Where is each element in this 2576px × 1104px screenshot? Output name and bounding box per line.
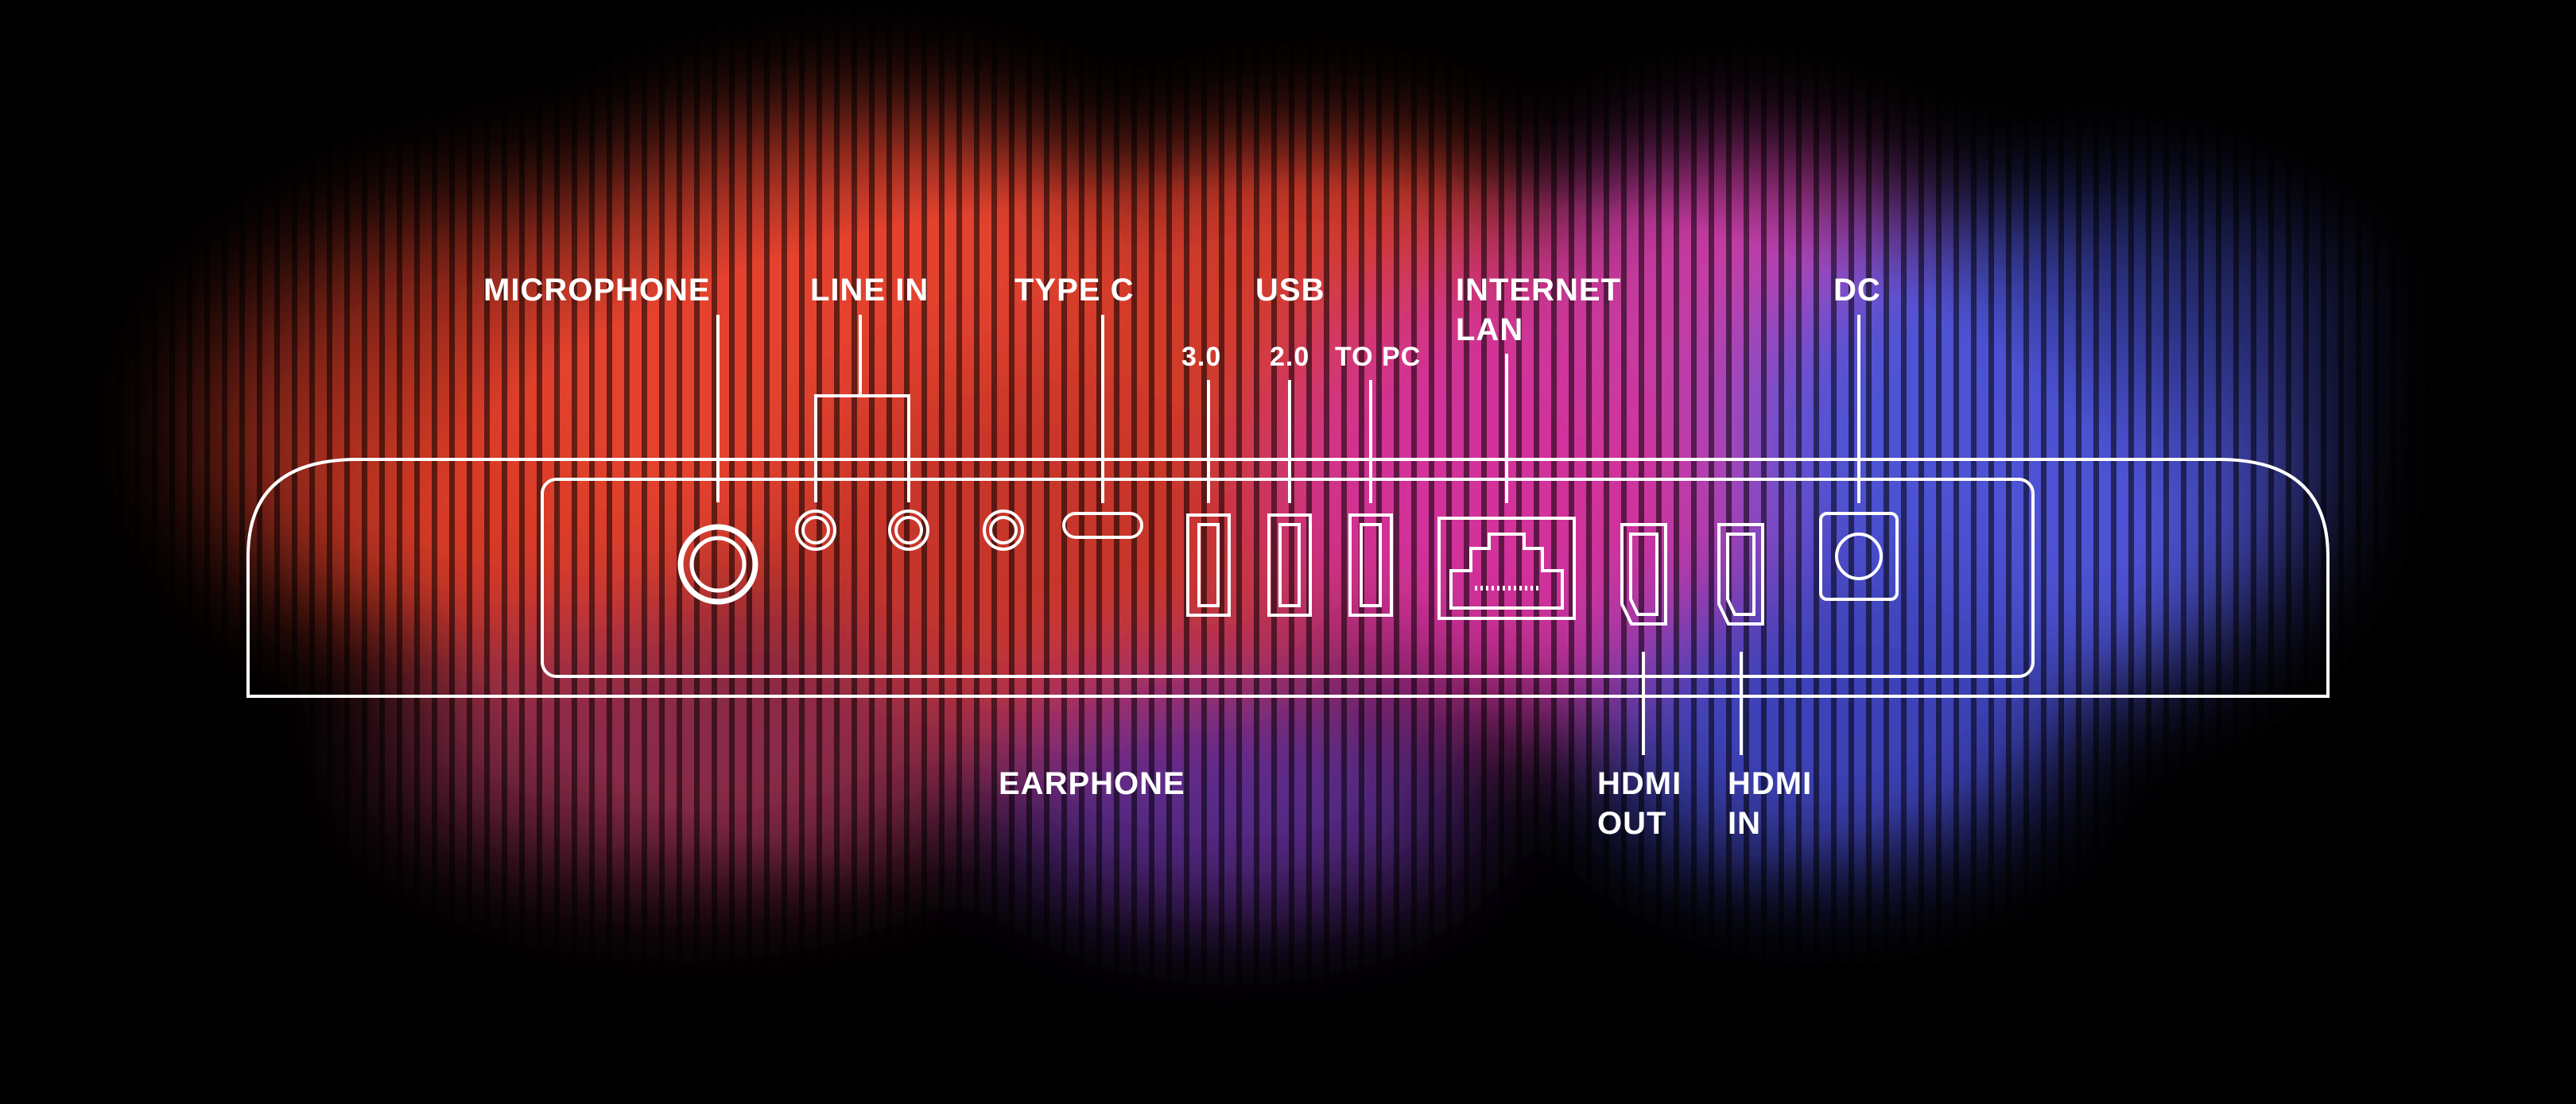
hdmi-in-label: HDMI IN [1728,764,1812,843]
lan-port-icon [1437,517,1576,620]
usb-to-pc-label: TO PC [1335,342,1422,372]
line-in-jack-left-icon [795,509,836,551]
hdmi-out-port-icon [1620,523,1667,626]
microphone-jack-icon [677,524,758,605]
dc-port-icon [1819,512,1899,601]
leader-lines [716,315,1860,755]
usb-3-label: 3.0 [1181,342,1222,372]
internet-lan-label: INTERNET LAN [1456,270,1621,350]
microphone-label: MICROPHONE [483,273,711,308]
line-in-leader-line [814,315,910,502]
usb-3-port-icon [1186,513,1231,617]
hdmi-in-label-line1: HDMI [1728,766,1813,801]
device-housing-outline [246,458,2330,698]
line-in-jack-right-icon [888,509,929,551]
usb-2-label: 2.0 [1270,342,1310,372]
hdmi-in-port-icon [1717,523,1764,626]
earphone-jack-icon [983,509,1024,551]
usb-2-port-icon [1267,513,1312,617]
dc-label: DC [1833,273,1881,308]
usb-to-pc-port-icon [1348,513,1393,617]
hdmi-out-label-line1: HDMI [1597,766,1682,801]
type-c-port-icon [1062,512,1143,539]
hdmi-out-label-line2: OUT [1597,806,1667,841]
hdmi-out-label: HDMI OUT [1597,764,1682,843]
line-in-label: LINE IN [810,273,929,308]
lan-label-line: LAN [1456,312,1524,347]
hdmi-in-label-line2: IN [1728,806,1761,841]
internet-label-line: INTERNET [1456,273,1621,308]
earphone-label: EARPHONE [999,766,1185,801]
usb-label: USB [1255,273,1325,308]
port-plate-outline [541,478,2035,678]
type-c-label: TYPE C [1014,273,1135,308]
